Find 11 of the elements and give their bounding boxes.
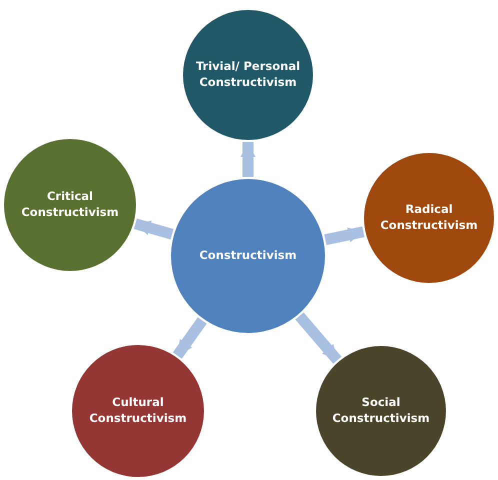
node-label: Constructivism: [198, 248, 298, 264]
node-label: Radical Constructivism: [379, 202, 479, 234]
node-label: Cultural Constructivism: [88, 395, 188, 427]
block-arrow: [240, 142, 256, 177]
node-label: Trivial/ Personal Constructivism: [194, 59, 302, 91]
block-arrow: [134, 218, 174, 240]
node-label: Critical Constructivism: [20, 189, 120, 221]
block-arrow: [324, 226, 365, 246]
node-label: Social Constructivism: [331, 395, 431, 427]
block-arrow: [172, 317, 207, 359]
block-arrow: [295, 312, 342, 364]
